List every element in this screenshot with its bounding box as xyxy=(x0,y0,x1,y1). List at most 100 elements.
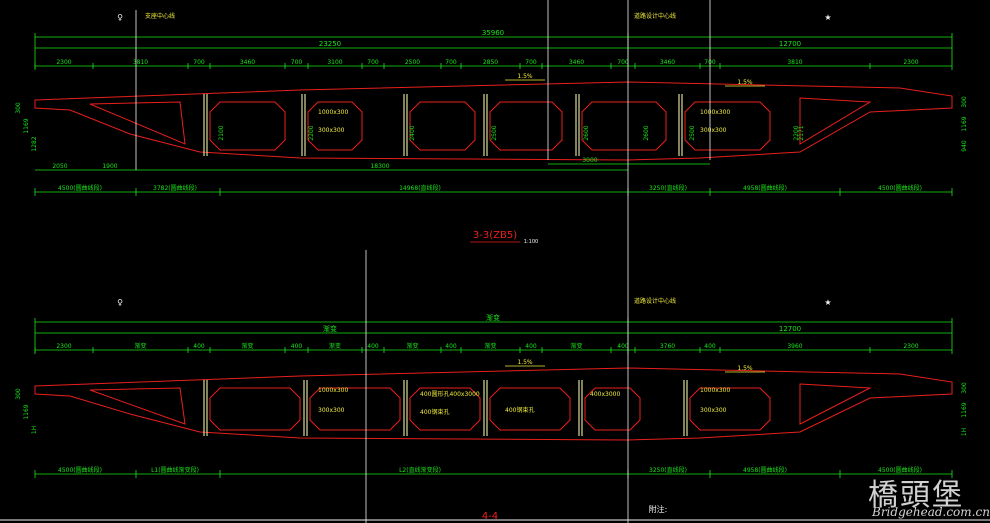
hole-note: 300x300 xyxy=(700,127,727,134)
segment-dim-text: 4500(圆曲线段) xyxy=(878,466,922,474)
segment-dim-text: 4500(圆曲线段) xyxy=(878,184,922,192)
cell-dim-text: 700 xyxy=(291,59,303,66)
cell-dim-text: 3460 xyxy=(660,59,675,66)
right-mark-symbol: ★ xyxy=(824,13,831,22)
cell-dim-text: 3460 xyxy=(569,59,584,66)
right-total-dim: 12700 xyxy=(779,40,801,48)
cell-dim-text: 渐变 xyxy=(570,342,582,350)
segment-dim-text: 4500(圆曲线段) xyxy=(58,466,102,474)
cell-dim-text: 2300 xyxy=(903,343,918,350)
web-height-text: 2400 xyxy=(409,125,416,140)
bottom-dim-text: 18300 xyxy=(370,163,389,170)
cell-dim-text: 400 xyxy=(193,343,205,350)
bottom-dim-text: 2050 xyxy=(52,163,67,170)
web-height-text: 2500 xyxy=(689,125,696,140)
hole-note: 400圆形孔400x3000 xyxy=(420,390,480,398)
left-side-dim: 1282 xyxy=(31,136,38,151)
left-side-dim: 1169 xyxy=(23,118,30,133)
girder-cell-void xyxy=(684,101,771,151)
girder-cell-void xyxy=(307,101,363,151)
hole-note: 300x300 xyxy=(318,407,345,414)
section-title-3-3: 3-3(ZB5) xyxy=(473,230,517,241)
cell-dim-text: 700 xyxy=(617,59,629,66)
notes-label: 附注: xyxy=(649,504,668,514)
hole-note: 1000x300 xyxy=(318,387,348,394)
segment-dim-text: L2(直线渐变段) xyxy=(399,466,441,474)
hole-note: 1000x300 xyxy=(318,109,348,116)
right-side-dim: 300 xyxy=(961,96,968,108)
cell-dim-text: 3810 xyxy=(787,59,802,66)
right-side-dim: 300 xyxy=(961,382,968,394)
cell-dim-text: 2300 xyxy=(903,59,918,66)
cell-dim-text: 2850 xyxy=(483,59,498,66)
cell-dim-text: 2300 xyxy=(56,343,71,350)
cell-dim-text: 700 xyxy=(367,59,379,66)
overall-dim-text: 35960 xyxy=(482,29,504,37)
right-cantilever-void xyxy=(799,97,872,145)
left-side-dim: 300 xyxy=(15,102,22,114)
segment-dim-text: 14968(直线段) xyxy=(399,184,441,192)
cell-dim-text: 400 xyxy=(704,343,716,350)
girder-cell-void xyxy=(489,387,571,431)
hole-note: 300x300 xyxy=(318,127,345,134)
cell-dim-text: 400 xyxy=(445,343,457,350)
left-cantilever-void xyxy=(89,101,186,145)
left-mark-symbol: ♀ xyxy=(117,298,123,307)
right-side-dim: 1169 xyxy=(961,116,968,131)
left-side-dim: 300 xyxy=(15,388,22,400)
box-girder-outline xyxy=(34,367,953,441)
slope-left-label: 1.5% xyxy=(517,73,533,80)
cell-dim-text: 渐变 xyxy=(329,342,341,350)
dim3000-text: 3000 xyxy=(582,157,597,164)
cell-dim-text: 3760 xyxy=(660,343,675,350)
girder-cell-void xyxy=(489,101,563,151)
web-height-text: 2100 xyxy=(218,125,225,140)
girder-cell-void xyxy=(409,387,481,431)
web-height-text: 2200 xyxy=(793,125,800,140)
design-centerline-label: 道路设计中心线 xyxy=(634,12,676,20)
hole-note: 1000x300 xyxy=(700,387,730,394)
girder-cell-void xyxy=(209,101,286,151)
hole-note: 400x3000 xyxy=(590,391,620,398)
cell-dim-text: 渐变 xyxy=(241,342,253,350)
girder-cell-void xyxy=(584,387,641,431)
cell-dim-text: 700 xyxy=(193,59,205,66)
left-side-dim: 1169 xyxy=(23,404,30,419)
cell-dim-text: 渐变 xyxy=(406,342,418,350)
left-cantilever-void xyxy=(89,387,186,425)
right-side-dim: 1169 xyxy=(961,402,968,417)
cell-dim-text: 400 xyxy=(525,343,537,350)
girder-cell-void xyxy=(689,387,771,431)
left-mark-symbol: ♀ xyxy=(117,13,123,22)
segment-dim-text: 4958(圆曲线段) xyxy=(743,184,787,192)
segment-dim-text: 3782(圆曲线段) xyxy=(153,184,197,192)
hole-note: 400钢束孔 xyxy=(420,408,449,416)
hole-note: 300x300 xyxy=(700,407,727,414)
cell-dim-text: 400 xyxy=(367,343,379,350)
segment-dim-text: 3250(直线段) xyxy=(649,466,687,474)
left-side-dim: 1H xyxy=(31,426,38,434)
slope-right-label: 1.5% xyxy=(737,365,753,372)
girder-cell-void xyxy=(209,387,301,431)
cell-dim-text: 700 xyxy=(445,59,457,66)
design-centerline-label: 道路设计中心线 xyxy=(634,297,676,305)
cell-dim-text: 700 xyxy=(525,59,537,66)
segment-dim-text: 4500(圆曲线段) xyxy=(58,184,102,192)
watermark-logo: 橋頭堡 xyxy=(868,478,964,513)
right-cantilever-void xyxy=(799,383,872,425)
right-side-dim: 940 xyxy=(961,140,968,152)
cell-dim-text: 3100 xyxy=(327,59,342,66)
left-total-dim: 渐变 xyxy=(323,324,337,333)
cell-dim-text: 2500 xyxy=(405,59,420,66)
web-height-text: 2171 xyxy=(798,125,805,140)
right-total-dim: 12700 xyxy=(779,325,801,333)
hole-note: 1000x300 xyxy=(700,109,730,116)
girder-cell-void xyxy=(581,101,667,151)
segment-dim-text: 4958(圆曲线段) xyxy=(743,466,787,474)
cell-dim-text: 3960 xyxy=(787,343,802,350)
section-scale: 1:100 xyxy=(524,239,538,245)
pier-centerline-label: 支座中心线 xyxy=(145,12,175,20)
